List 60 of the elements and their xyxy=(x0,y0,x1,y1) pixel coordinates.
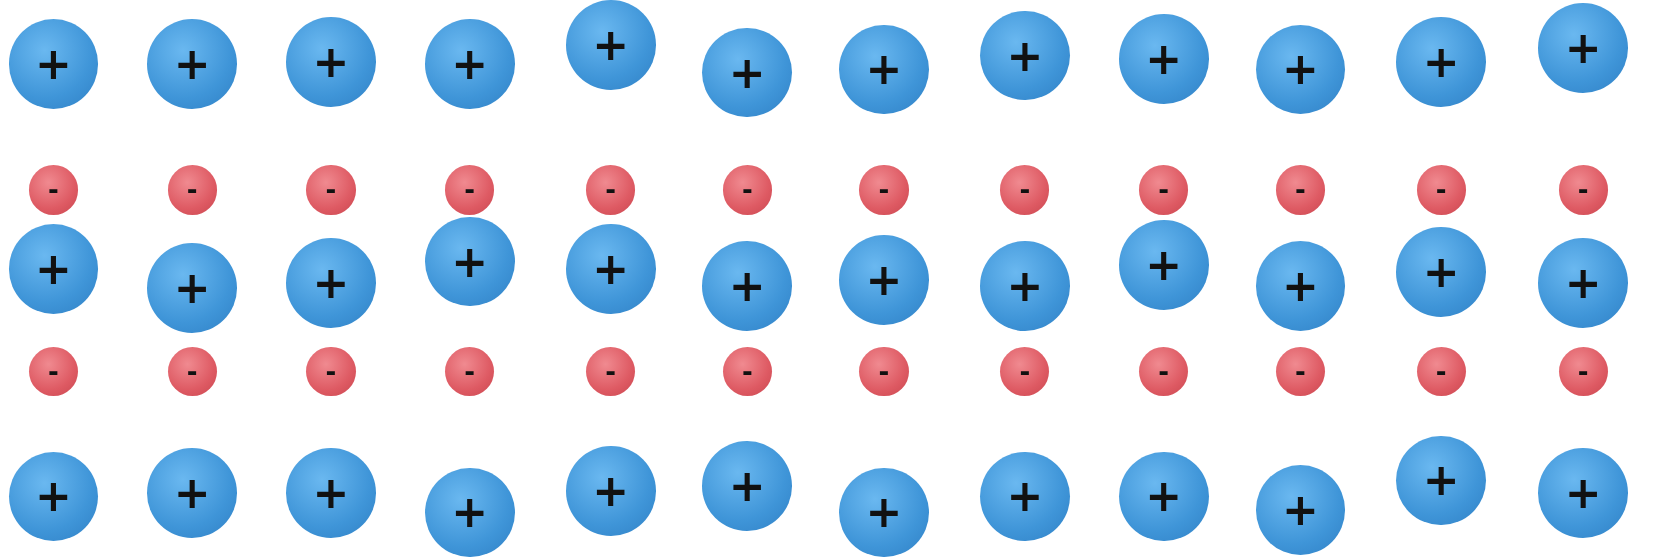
positive-ion: + xyxy=(1538,448,1629,539)
positive-ion: + xyxy=(424,19,515,109)
negative-ion: - xyxy=(167,165,217,215)
negative-ion: - xyxy=(1275,165,1325,215)
positive-ion: + xyxy=(1396,227,1487,318)
positive-ion: + xyxy=(980,451,1070,542)
positive-ion: + xyxy=(8,451,99,542)
positive-ion: + xyxy=(702,440,793,531)
positive-ion: + xyxy=(424,216,515,307)
negative-ion: - xyxy=(1416,165,1466,215)
negative-ion: - xyxy=(28,346,78,397)
positive-ion: + xyxy=(565,224,656,314)
negative-ion: - xyxy=(1139,346,1189,397)
positive-ion: + xyxy=(424,467,515,558)
positive-ion: + xyxy=(147,448,237,539)
negative-ion: - xyxy=(167,346,217,397)
positive-ion: + xyxy=(147,19,237,109)
positive-ion: + xyxy=(839,234,929,325)
negative-ion: - xyxy=(1558,165,1608,215)
positive-ion: + xyxy=(286,238,376,328)
negative-ion: - xyxy=(859,346,909,397)
positive-ion: + xyxy=(286,17,376,107)
positive-ion: + xyxy=(702,27,793,118)
positive-ion: + xyxy=(8,19,99,109)
positive-ion: + xyxy=(980,10,1070,101)
negative-ion: - xyxy=(859,165,909,215)
negative-ion: - xyxy=(722,165,772,215)
positive-ion: + xyxy=(1118,451,1209,542)
positive-ion: + xyxy=(286,448,376,539)
positive-ion: + xyxy=(1396,435,1487,526)
positive-ion: + xyxy=(565,446,656,536)
positive-ion: + xyxy=(565,0,656,90)
positive-ion: + xyxy=(980,241,1070,331)
positive-ion: + xyxy=(1538,3,1629,93)
positive-ion: + xyxy=(1255,241,1346,331)
negative-ion: - xyxy=(1139,165,1189,215)
positive-ion: + xyxy=(1255,24,1346,115)
negative-ion: - xyxy=(1000,165,1050,215)
positive-ion: + xyxy=(8,224,99,314)
positive-ion: + xyxy=(1118,13,1209,104)
negative-ion: - xyxy=(306,346,356,397)
negative-ion: - xyxy=(1275,346,1325,397)
negative-ion: - xyxy=(445,346,495,397)
negative-ion: - xyxy=(586,346,636,397)
positive-ion: + xyxy=(1396,17,1487,107)
negative-ion: - xyxy=(306,165,356,215)
positive-ion: + xyxy=(1118,219,1209,310)
positive-ion: + xyxy=(839,24,929,115)
negative-ion: - xyxy=(1416,346,1466,397)
negative-ion: - xyxy=(28,165,78,215)
positive-ion: + xyxy=(1255,465,1346,556)
positive-ion: + xyxy=(839,467,929,558)
negative-ion: - xyxy=(1000,346,1050,397)
negative-ion: - xyxy=(586,165,636,215)
negative-ion: - xyxy=(1558,346,1608,397)
positive-ion: + xyxy=(702,241,793,331)
positive-ion: + xyxy=(147,243,237,334)
negative-ion: - xyxy=(722,346,772,397)
negative-ion: - xyxy=(445,165,495,215)
positive-ion: + xyxy=(1538,238,1629,328)
